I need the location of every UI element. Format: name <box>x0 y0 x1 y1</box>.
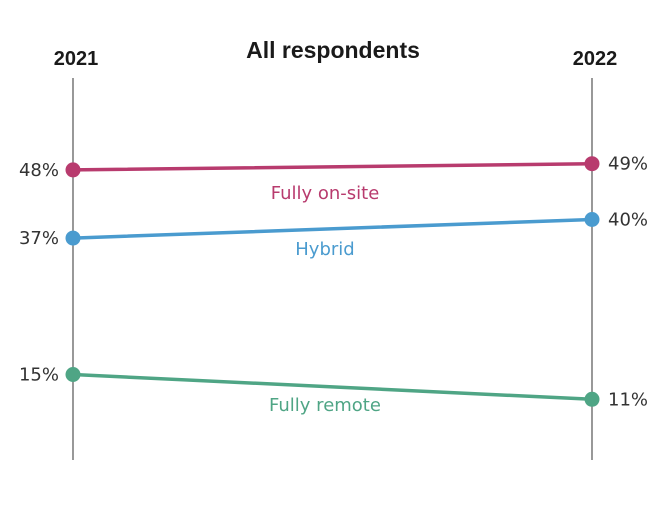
point-fully-remote-2022 <box>584 391 600 407</box>
value-label-hybrid-2022: 40% <box>608 210 648 231</box>
value-label-fully-on-site-2022: 49% <box>608 154 648 175</box>
point-fully-on-site-2022 <box>584 156 600 172</box>
value-label-fully-on-site-2021: 48% <box>19 160 59 181</box>
chart-title: All respondents <box>246 37 420 63</box>
value-label-hybrid-2021: 37% <box>19 228 59 249</box>
point-fully-remote-2021 <box>65 367 81 382</box>
series-label-fully-remote: Fully remote <box>269 395 381 416</box>
point-fully-on-site-2021 <box>65 162 81 178</box>
value-label-fully-remote-2021: 15% <box>19 365 59 386</box>
series-line-fully-on-site <box>71 161 594 172</box>
x-label-2022: 2022 <box>573 48 618 70</box>
series-line-hybrid <box>71 217 594 240</box>
series-label-hybrid: Hybrid <box>295 239 354 260</box>
point-hybrid-2022 <box>584 212 600 227</box>
value-label-fully-remote-2022: 11% <box>608 389 648 410</box>
point-hybrid-2021 <box>65 230 81 246</box>
series-line-fully-remote <box>71 372 594 402</box>
series-label-fully-on-site: Fully on-site <box>271 183 380 204</box>
x-label-2021: 2021 <box>54 48 99 70</box>
